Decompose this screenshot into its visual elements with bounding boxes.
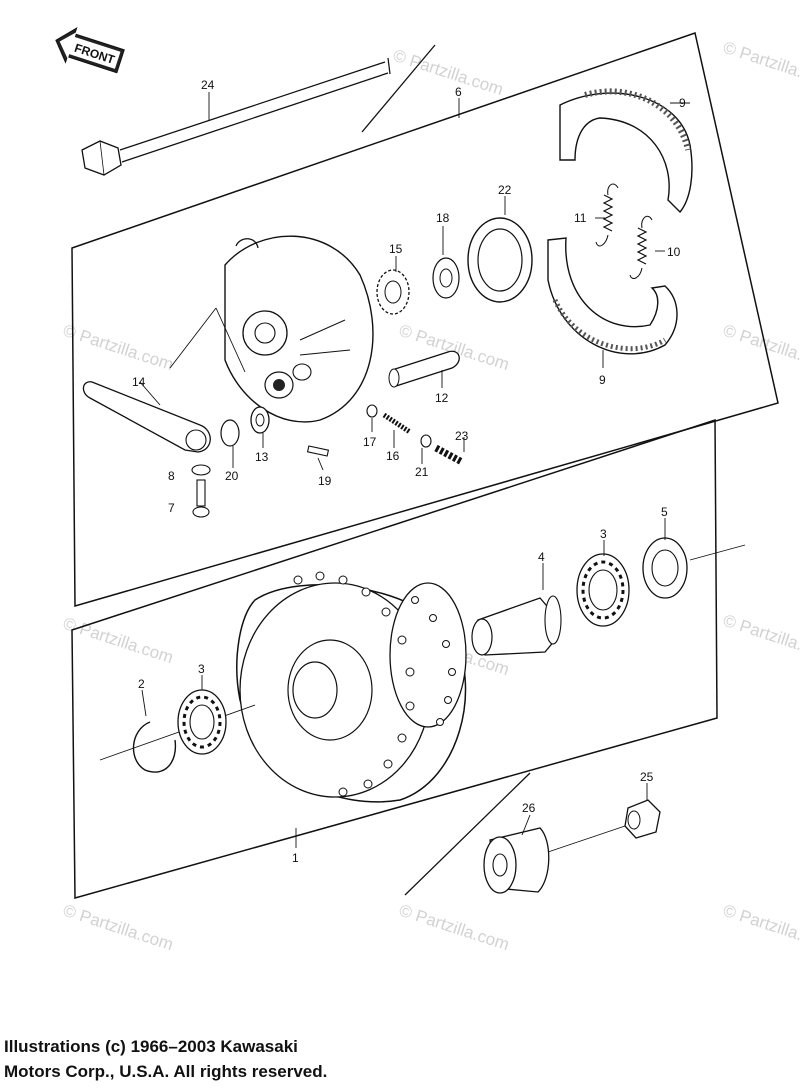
copyright-notice: Illustrations (c) 1966–2003 Kawasaki Mot…: [4, 1034, 564, 1084]
watermark: © Partzilla.com: [721, 38, 800, 91]
callout-22: 22: [498, 183, 512, 197]
washer-20: [220, 419, 240, 447]
copyright-line-1: Illustrations (c) 1966–2003 Kawasaki: [4, 1037, 298, 1056]
watermark: © Partzilla.com: [391, 46, 506, 99]
wheel-callout-leaders: [141, 518, 666, 848]
callout-numbers: 24 6 9 22 18 15 11 10 9 12 14 17 23 16 2…: [132, 78, 686, 865]
callout-24: 24: [201, 78, 215, 92]
brake-panel: [224, 235, 374, 423]
seal-13: [250, 406, 270, 434]
washer-17: [366, 404, 378, 418]
callout-21: 21: [415, 465, 429, 479]
callout-6: 6: [455, 85, 462, 99]
callout-15: 15: [389, 242, 403, 256]
callout-4: 4: [538, 550, 545, 564]
callout-19: 19: [318, 474, 332, 488]
cotter-pin-19: [306, 445, 330, 457]
hub-collar-outline: [404, 772, 531, 896]
callout-3-left: 3: [198, 662, 205, 676]
washer-8: [191, 464, 211, 476]
washer-21: [420, 434, 432, 448]
callout-11: 11: [574, 211, 587, 225]
wheel-hub: [99, 571, 467, 803]
gear-housing-washer-18: [432, 257, 460, 299]
callout-leaders: [139, 92, 690, 471]
circlip-2: [132, 721, 177, 773]
brake-cam-shaft-12: [388, 350, 460, 388]
brake-shoe-upper: [559, 88, 693, 214]
pin-23: [434, 444, 464, 466]
callout-16: 16: [386, 449, 400, 463]
axle: [81, 57, 391, 176]
callout-1: 1: [292, 851, 299, 865]
collar-26: [483, 827, 550, 894]
callout-26: 26: [522, 801, 536, 815]
distance-collar-4: [471, 595, 562, 656]
brake-assembly-outline: [361, 44, 436, 133]
axle-centerline-right: [689, 544, 746, 561]
brake-shoe-lower: [547, 237, 678, 355]
pin-16: [382, 412, 412, 435]
callout-5: 5: [661, 505, 668, 519]
return-spring-11: [595, 183, 619, 247]
watermark: © Partzilla.com: [397, 901, 512, 954]
callout-3-right: 3: [600, 527, 607, 541]
brake-assembly-frame: [71, 32, 779, 607]
watermark: © Partzilla.com: [721, 901, 800, 954]
callout-18: 18: [436, 211, 450, 225]
callout-9-upper: 9: [679, 96, 686, 110]
callout-2: 2: [138, 677, 145, 691]
callout-12: 12: [435, 391, 449, 405]
wheel-assembly-frame: [71, 418, 718, 899]
front-direction-arrow: FRONT: [55, 26, 125, 74]
grease-seal-22: [467, 217, 533, 303]
ball-bearing-3-right: [576, 553, 630, 627]
callout-13: 13: [255, 450, 269, 464]
callout-9-lower: 9: [599, 373, 606, 387]
callout-14: 14: [132, 375, 146, 389]
callout-23: 23: [455, 429, 469, 443]
axle-nut-25: [624, 799, 661, 839]
speedometer-gear-15: [376, 269, 410, 315]
callout-20: 20: [225, 469, 239, 483]
return-spring-10: [629, 215, 653, 279]
collar-axis-line: [547, 825, 626, 853]
watermark: © Partzilla.com: [61, 614, 176, 667]
watermark: © Partzilla.com: [61, 321, 176, 374]
watermark: © Partzilla.com: [721, 321, 800, 374]
bolt-7: [192, 479, 210, 518]
ball-bearing-3-left: [177, 689, 227, 755]
watermark: © Partzilla.com: [61, 901, 176, 954]
callout-10: 10: [667, 245, 681, 259]
callout-7: 7: [168, 501, 175, 515]
watermark: © Partzilla.com: [721, 611, 800, 664]
brake-cam-lever-14: [82, 381, 211, 453]
grease-seal-5: [642, 537, 688, 599]
callout-8: 8: [168, 469, 175, 483]
copyright-line-2: Motors Corp., U.S.A. All rights reserved…: [4, 1062, 328, 1081]
callout-25: 25: [640, 770, 654, 784]
callout-17: 17: [363, 435, 377, 449]
